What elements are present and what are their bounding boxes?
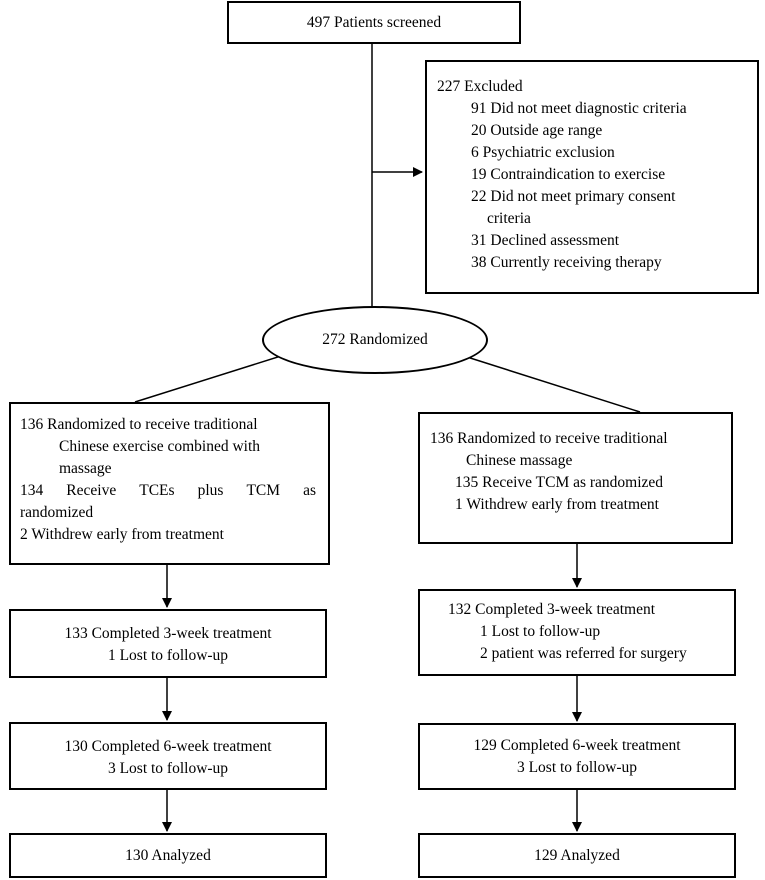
right-week3-line: 1 Lost to follow-up xyxy=(480,623,601,640)
left-analyzed-label: 130 Analyzed xyxy=(125,847,211,864)
right-analyzed-label: 129 Analyzed xyxy=(534,847,620,864)
right-week3-box: 132 Completed 3-week treatment 1 Lost to… xyxy=(418,589,736,676)
left-allocation-line: randomized xyxy=(20,504,94,521)
right-allocation-line: 136 Randomized to receive traditional xyxy=(430,430,668,447)
right-week6-line: 129 Completed 6-week treatment xyxy=(473,737,681,754)
word: Receive xyxy=(66,482,117,499)
word: TCM xyxy=(246,482,281,499)
word: plus xyxy=(197,482,224,499)
connector-randomized-right xyxy=(444,349,641,413)
excluded-title: 227 Excluded xyxy=(437,78,523,95)
randomized-label: 272 Randomized xyxy=(322,331,428,348)
excluded-item: 19 Contraindication to exercise xyxy=(471,166,666,183)
right-allocation-line: 135 Receive TCM as randomized xyxy=(455,474,664,491)
left-allocation-line: 136 Randomized to receive traditional xyxy=(20,416,258,433)
left-week6-line: 130 Completed 6-week treatment xyxy=(64,738,272,755)
left-week3-box: 133 Completed 3-week treatment 1 Lost to… xyxy=(9,609,327,678)
left-allocation-box: 136 Randomized to receive traditional Ch… xyxy=(9,402,330,565)
right-analyzed-box: 129 Analyzed xyxy=(418,833,736,878)
excluded-item: 22 Did not meet primary consent xyxy=(471,188,676,205)
left-week6-box: 130 Completed 6-week treatment 3 Lost to… xyxy=(9,722,327,790)
word: TCEs xyxy=(139,482,175,499)
left-allocation-line: Chinese exercise combined with xyxy=(59,438,261,455)
excluded-item: 38 Currently receiving therapy xyxy=(471,254,662,271)
excluded-item: 6 Psychiatric exclusion xyxy=(471,144,615,161)
left-allocation-justified-line: 134 Receive TCEs plus TCM as xyxy=(20,480,316,502)
right-week6-line: 3 Lost to follow-up xyxy=(516,759,638,776)
left-analyzed-box: 130 Analyzed xyxy=(9,833,327,878)
right-allocation-line: Chinese massage xyxy=(466,452,573,469)
left-week6-line: 3 Lost to follow-up xyxy=(107,760,229,777)
randomized-ellipse: 272 Randomized xyxy=(262,306,488,374)
left-week3-line: 133 Completed 3-week treatment xyxy=(64,625,272,642)
right-allocation-line: 1 Withdrew early from treatment xyxy=(455,496,659,513)
excluded-box: 227 Excluded 91 Did not meet diagnostic … xyxy=(425,60,759,294)
right-week3-line: 2 patient was referred for surgery xyxy=(480,645,687,662)
excluded-item: criteria xyxy=(487,210,531,227)
left-allocation-line: 2 Withdrew early from treatment xyxy=(20,526,224,543)
screened-box: 497 Patients screened xyxy=(227,1,521,44)
left-allocation-line: massage xyxy=(59,460,112,477)
excluded-item: 20 Outside age range xyxy=(471,122,603,139)
word: as xyxy=(303,482,316,499)
right-week6-box: 129 Completed 6-week treatment 3 Lost to… xyxy=(418,723,736,790)
right-allocation-box: 136 Randomized to receive traditional Ch… xyxy=(418,412,733,544)
screened-label: 497 Patients screened xyxy=(306,14,442,31)
left-week3-line: 1 Lost to follow-up xyxy=(107,647,229,664)
excluded-item: 31 Declined assessment xyxy=(471,232,620,249)
connector-randomized-left xyxy=(134,349,301,403)
word: 134 xyxy=(20,482,44,499)
excluded-item: 91 Did not meet diagnostic criteria xyxy=(471,100,687,117)
right-week3-line: 132 Completed 3-week treatment xyxy=(448,601,656,618)
